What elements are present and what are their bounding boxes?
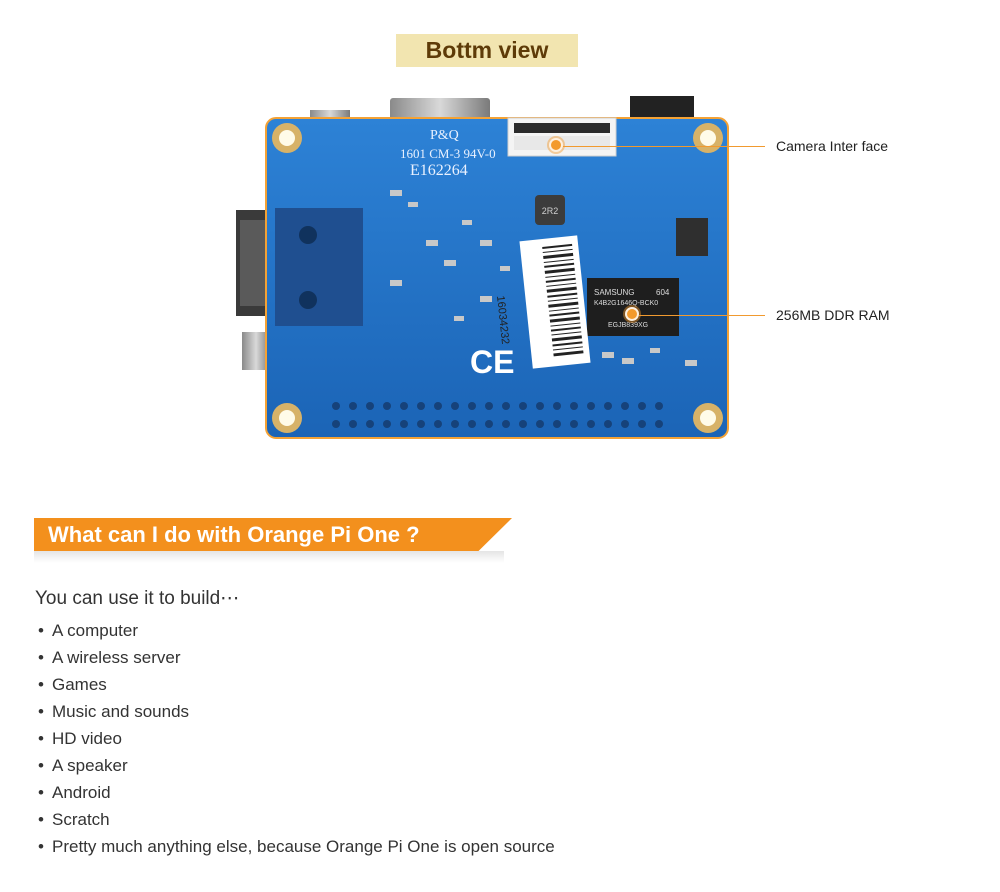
list-item-label: A speaker: [52, 756, 128, 775]
ram-chip-code: 604: [656, 288, 670, 297]
page-title: Bottm view: [425, 37, 549, 63]
list-item: • Android: [38, 782, 555, 809]
inductor-chip: [535, 195, 565, 225]
voltage-regulator: [676, 218, 708, 256]
inductor-label: 2R2: [542, 206, 559, 216]
board-illustration: 2R2: [236, 96, 729, 439]
list-item: • Music and sounds: [38, 701, 555, 728]
list-item-label: HD video: [52, 729, 122, 748]
bullet: •: [38, 783, 44, 802]
gpio-header: [332, 402, 663, 428]
banner-shadow: [34, 551, 504, 563]
list-item-label: Music and sounds: [52, 702, 190, 721]
bullet: •: [38, 810, 44, 829]
list-item: • Scratch: [38, 809, 555, 836]
list-item-label: Pretty much anything else, because Orang…: [52, 837, 555, 856]
list-item-label: Scratch: [52, 810, 110, 829]
ram-callout-dot: [625, 307, 639, 321]
list-item: • HD video: [38, 728, 555, 755]
hdmi-port: [390, 98, 490, 122]
ram-callout-line: [639, 315, 765, 316]
list-item-label: A wireless server: [52, 648, 181, 667]
page-title-badge: Bottm view: [396, 34, 578, 67]
camera-callout-line: [563, 146, 765, 147]
pcb-marking-2: 1601 CM-3 94V-0: [400, 146, 496, 161]
ethernet-area: [275, 208, 363, 326]
section-title: What can I do with Orange Pi One ?: [48, 521, 420, 547]
ram-chip-part: K4B2G1646Q-BCK0: [594, 300, 659, 307]
bullet: •: [38, 729, 44, 748]
mounting-holes: [272, 123, 723, 433]
list-item: • Games: [38, 674, 555, 701]
list-item: • A computer: [38, 620, 555, 647]
ram-chip-brand: SAMSUNG: [594, 288, 635, 297]
use-list: • A computer • A wireless server • Games • M…: [38, 620, 555, 863]
pcb-marking-1: P&Q: [430, 128, 459, 143]
board-image: 2R2: [230, 90, 750, 460]
section-banner: What can I do with Orange Pi One ?: [34, 518, 512, 551]
bullet: •: [38, 837, 44, 856]
ce-mark: CE: [470, 344, 515, 380]
ram-callout-label: 256MB DDR RAM: [776, 307, 890, 323]
list-item-label: Games: [52, 675, 107, 694]
camera-callout-dot: [549, 138, 563, 152]
ram-chip-lot: EGJB839XG: [608, 322, 649, 329]
camera-callout-label: Camera Inter face: [776, 138, 889, 154]
list-item: • A wireless server: [38, 647, 555, 674]
bullet: •: [38, 621, 44, 640]
list-item: • Pretty much anything else, because Oran…: [38, 836, 555, 863]
intro-text: You can use it to build⋯: [35, 588, 240, 609]
list-item-label: A computer: [52, 621, 138, 640]
bullet: •: [38, 648, 44, 667]
list-item-label: Android: [52, 783, 111, 802]
bullet: •: [38, 702, 44, 721]
pcb-marking-3: E162264: [410, 162, 468, 179]
smd-components: [390, 190, 697, 366]
list-item: • A speaker: [38, 755, 555, 782]
barcode-sticker: [519, 235, 591, 369]
bullet: •: [38, 675, 44, 694]
bullet: •: [38, 756, 44, 775]
